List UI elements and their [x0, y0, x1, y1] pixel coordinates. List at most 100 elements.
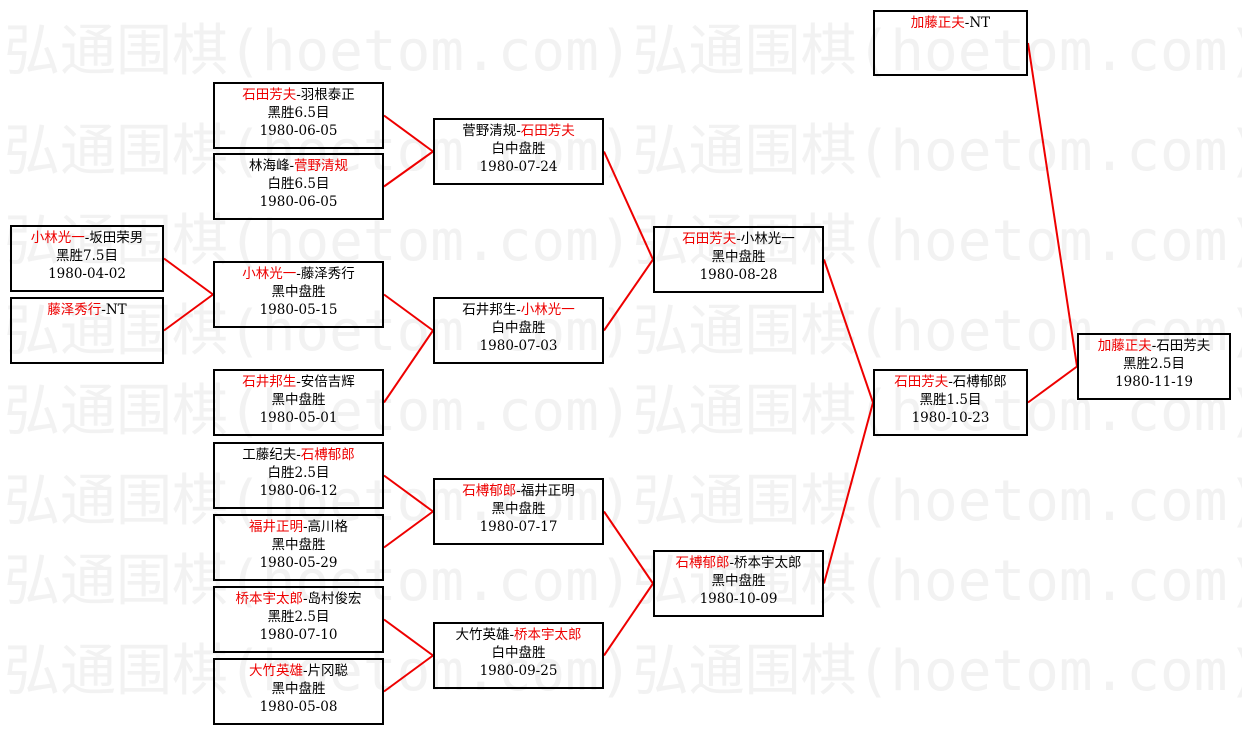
game-box: 桥本宇太郎-岛村俊宏 黑胜2.5目 1980-07-10	[213, 586, 384, 653]
player-2: 福井正明	[520, 483, 575, 499]
game-result: 黑中盘胜	[271, 537, 326, 553]
game-box: 加藤正夫-NT	[873, 10, 1028, 76]
game-result: 黑中盘胜	[491, 501, 546, 517]
game-box: 石榑郁郎-桥本宇太郎 黑中盘胜 1980-10-09	[653, 550, 824, 617]
separator: -	[84, 230, 90, 246]
game-result: 黑胜6.5目	[267, 105, 330, 121]
bracket-connector	[163, 257, 214, 296]
separator: -	[302, 663, 308, 679]
player-2: 高川格	[307, 519, 349, 535]
game-result: 黑胜1.5目	[919, 392, 982, 408]
players-line: 石田芳夫-石榑郁郎	[875, 373, 1026, 391]
player-2: 桥本宇太郎	[734, 555, 802, 571]
separator: -	[516, 483, 521, 499]
player-2: 安倍吉辉	[300, 374, 355, 390]
players-line: 福井正明-高川格	[215, 518, 382, 536]
players-line: 藤泽秀行-NT	[12, 301, 162, 319]
player-2: 菅野清规	[294, 158, 349, 174]
players-line: 桥本宇太郎-岛村俊宏	[215, 590, 382, 608]
game-result: 白胜6.5目	[267, 176, 330, 192]
game-date: 1980-10-09	[699, 591, 778, 607]
game-box: 菅野清规-石田芳夫 白中盘胜 1980-07-24	[433, 118, 604, 185]
players-line: 小林光一-藤泽秀行	[215, 265, 382, 283]
player-2: 小林光一	[520, 302, 575, 318]
game-box: 石田芳夫-小林光一 黑中盘胜 1980-08-28	[653, 226, 824, 293]
bracket-connector	[383, 150, 434, 188]
separator: -	[302, 591, 308, 607]
separator: -	[302, 519, 308, 535]
player-2: 石田芳夫	[520, 123, 575, 139]
player-2: 藤泽秀行	[300, 266, 355, 282]
separator: -	[736, 231, 741, 247]
game-result: 黑胜2.5目	[1123, 356, 1185, 372]
game-date: 1980-07-24	[479, 159, 558, 175]
player-2: 片冈聪	[307, 663, 349, 679]
separator: -	[101, 302, 106, 318]
separator: -	[296, 447, 301, 463]
game-box: 工藤纪夫-石榑郁郎 白胜2.5目 1980-06-12	[213, 442, 384, 509]
player-2: NT	[969, 15, 991, 31]
players-line: 石田芳夫-羽根泰正	[215, 86, 382, 104]
game-box: 大竹英雄-桥本宇太郎 白中盘胜 1980-09-25	[433, 622, 604, 689]
players-line: 菅野清规-石田芳夫	[435, 122, 602, 140]
game-date: 1980-08-28	[699, 267, 778, 283]
player-1: 加藤正夫	[1097, 338, 1152, 354]
player-1: 福井正明	[248, 519, 303, 535]
players-line: 石田芳夫-小林光一	[655, 230, 822, 248]
game-date: 1980-05-15	[259, 302, 338, 318]
player-1: 工藤纪夫	[242, 447, 297, 463]
separator: -	[296, 266, 301, 282]
player-1: 石榑郁郎	[675, 555, 730, 571]
separator: -	[516, 123, 521, 139]
bracket-connector	[1027, 365, 1078, 404]
players-line: 大竹英雄-桥本宇太郎	[435, 626, 602, 644]
game-result: 黑中盘胜	[271, 392, 326, 408]
game-box: 石榑郁郎-福井正明 黑中盘胜 1980-07-17	[433, 478, 604, 545]
players-line: 加藤正夫-石田芳夫	[1079, 337, 1229, 355]
bracket-connector	[823, 259, 874, 403]
game-box: 小林光一-藤泽秀行 黑中盘胜 1980-05-15	[213, 261, 384, 328]
game-result: 白中盘胜	[491, 645, 546, 661]
game-box: 藤泽秀行-NT	[10, 297, 164, 364]
player-1: 小林光一	[30, 230, 85, 246]
player-2: 小林光一	[740, 231, 795, 247]
player-1: 石榑郁郎	[462, 483, 517, 499]
players-line: 石井邦生-小林光一	[435, 301, 602, 319]
separator: -	[948, 374, 953, 390]
player-1: 菅野清规	[462, 123, 517, 139]
game-box: 石井邦生-安倍吉辉 黑中盘胜 1980-05-01	[213, 369, 384, 436]
separator: -	[509, 627, 515, 643]
player-2: 桥本宇太郎	[514, 627, 582, 643]
player-1: 石田芳夫	[242, 87, 297, 103]
player-1: 林海峰	[248, 158, 290, 174]
bracket-connector	[383, 618, 434, 657]
players-line: 加藤正夫-NT	[875, 14, 1026, 32]
player-2: 岛村俊宏	[307, 591, 362, 607]
game-box: 石田芳夫-羽根泰正 黑胜6.5目 1980-06-05	[213, 82, 384, 149]
bracket-connector	[1027, 42, 1078, 367]
player-1: 石田芳夫	[894, 374, 949, 390]
game-box: 福井正明-高川格 黑中盘胜 1980-05-29	[213, 514, 384, 581]
bracket-connector	[823, 402, 874, 584]
bracket-connector	[383, 474, 434, 513]
player-1: 石井邦生	[462, 302, 517, 318]
player-1: 加藤正夫	[910, 15, 965, 31]
bracket-connector	[383, 293, 434, 332]
bracket-connector	[383, 510, 434, 549]
game-result: 白胜2.5目	[267, 465, 330, 481]
game-result: 白中盘胜	[491, 320, 546, 336]
player-1: 大竹英雄	[455, 627, 510, 643]
game-date: 1980-05-29	[259, 555, 338, 571]
game-result: 黑中盘胜	[271, 681, 326, 697]
player-2: 羽根泰正	[300, 87, 355, 103]
game-date: 1980-06-05	[259, 123, 338, 139]
game-result: 白中盘胜	[491, 141, 546, 157]
player-2: 石田芳夫	[1156, 338, 1211, 354]
player-2: 坂田荣男	[89, 230, 144, 246]
game-date: 1980-04-02	[48, 266, 126, 282]
game-box: 石田芳夫-石榑郁郎 黑胜1.5目 1980-10-23	[873, 369, 1028, 436]
bracket-connector	[603, 582, 654, 657]
game-date: 1980-07-17	[479, 519, 558, 535]
players-line: 石榑郁郎-桥本宇太郎	[655, 554, 822, 572]
